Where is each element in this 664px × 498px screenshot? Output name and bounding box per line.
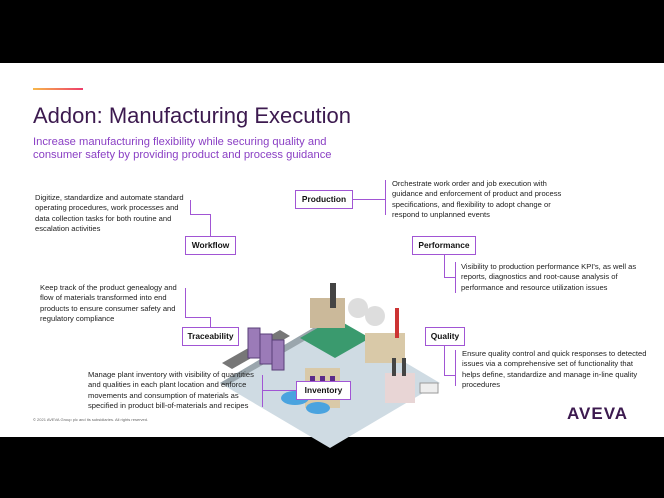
title-bold: Addon: [33,103,103,128]
traceability-box: Traceability [182,327,239,346]
quality-description: Ensure quality control and quick respons… [462,349,647,390]
copyright: © 2021 AVEVA Group plc and its subsidiar… [33,417,149,422]
performance-box: Performance [412,236,476,255]
workflow-description: Digitize, standardize and automate stand… [35,193,184,234]
inventory-description: Manage plant inventory with visibility o… [88,370,254,411]
quality-box: Quality [425,327,465,346]
title-rest: Manufacturing Execution [102,103,351,128]
factory-illustration [220,283,440,448]
workflow-box: Workflow [185,236,236,255]
production-box: Production [295,190,353,209]
slide: Addon: Manufacturing Execution Increase … [0,63,664,448]
aveva-logo: AVEVA [567,404,629,423]
page-subtitle: Increase manufacturing flexibility while… [33,136,332,161]
page-title: Addon: Manufacturing Execution [33,103,351,129]
traceability-description: Keep track of the product genealogy and … [40,283,177,324]
inventory-box: Inventory [296,381,351,400]
performance-description: Visibility to production performance KPI… [461,262,637,292]
accent-line [33,88,83,90]
production-description: Orchestrate work order and job execution… [392,179,562,220]
